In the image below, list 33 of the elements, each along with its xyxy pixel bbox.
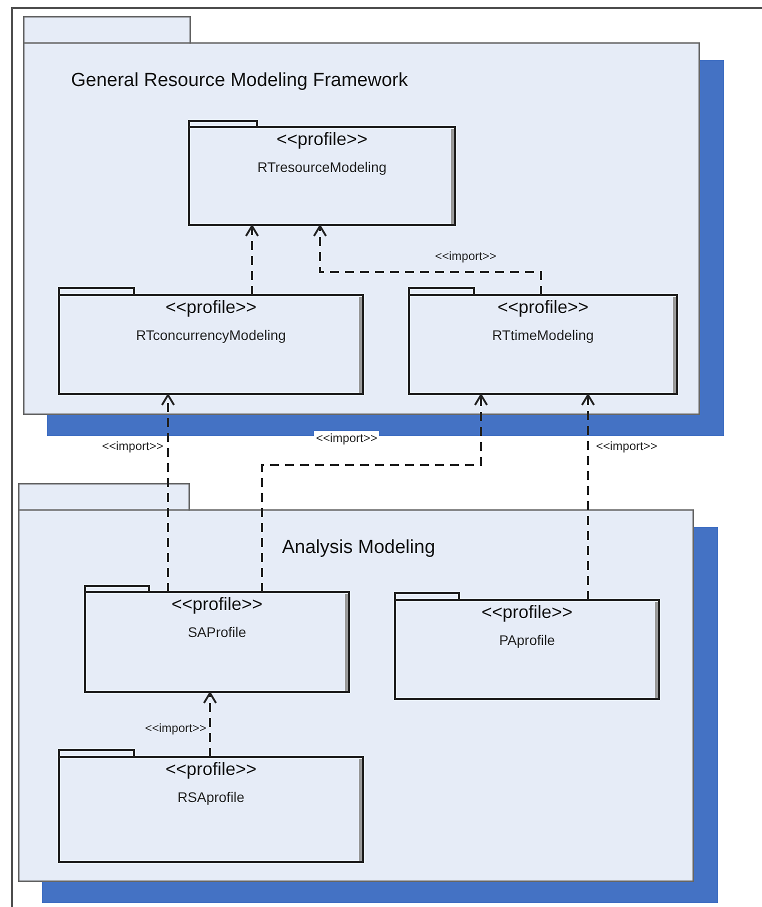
profile-name: RTresourceModeling (257, 158, 387, 175)
edge-label: <<import>> (433, 249, 498, 263)
edge-label: <<import>> (100, 439, 166, 453)
profile-package (394, 592, 660, 700)
edge-label: <<import>> (314, 431, 380, 445)
stereotype-text: <<profile>> (165, 297, 257, 319)
stereotype-text: <<profile>> (165, 759, 257, 781)
stereotype-text: <<profile>> (171, 594, 263, 616)
stereotype-text: <<profile>> (481, 602, 573, 624)
dependency-arrow (245, 225, 259, 295)
edge-label: <<import>> (143, 721, 208, 735)
profile-name: PAprofile (499, 632, 555, 648)
dependency-arrow (313, 225, 542, 295)
dependency-arrow (581, 394, 595, 600)
package-folder (23, 16, 700, 415)
stereotype-text: <<profile>> (497, 297, 589, 319)
package-folder (18, 483, 694, 882)
dependency-arrow (161, 394, 175, 592)
profile-package (188, 120, 456, 226)
profile-name: RTconcurrencyModeling (136, 326, 286, 343)
package-title: Analysis Modeling (282, 537, 436, 559)
profile-package (408, 287, 678, 395)
stereotype-text: <<profile>> (276, 129, 368, 151)
profile-package (58, 287, 364, 395)
profile-name: RSAprofile (178, 788, 244, 805)
dependency-arrow (261, 394, 488, 592)
dependency-arrow (203, 692, 217, 757)
profile-name: SAProfile (188, 624, 246, 640)
profile-package (84, 585, 350, 693)
edge-label: <<import>> (594, 439, 660, 453)
package-title: General Resource Modeling Framework (71, 70, 408, 92)
profile-name: RTtimeModeling (492, 326, 594, 343)
profile-package (58, 749, 364, 863)
